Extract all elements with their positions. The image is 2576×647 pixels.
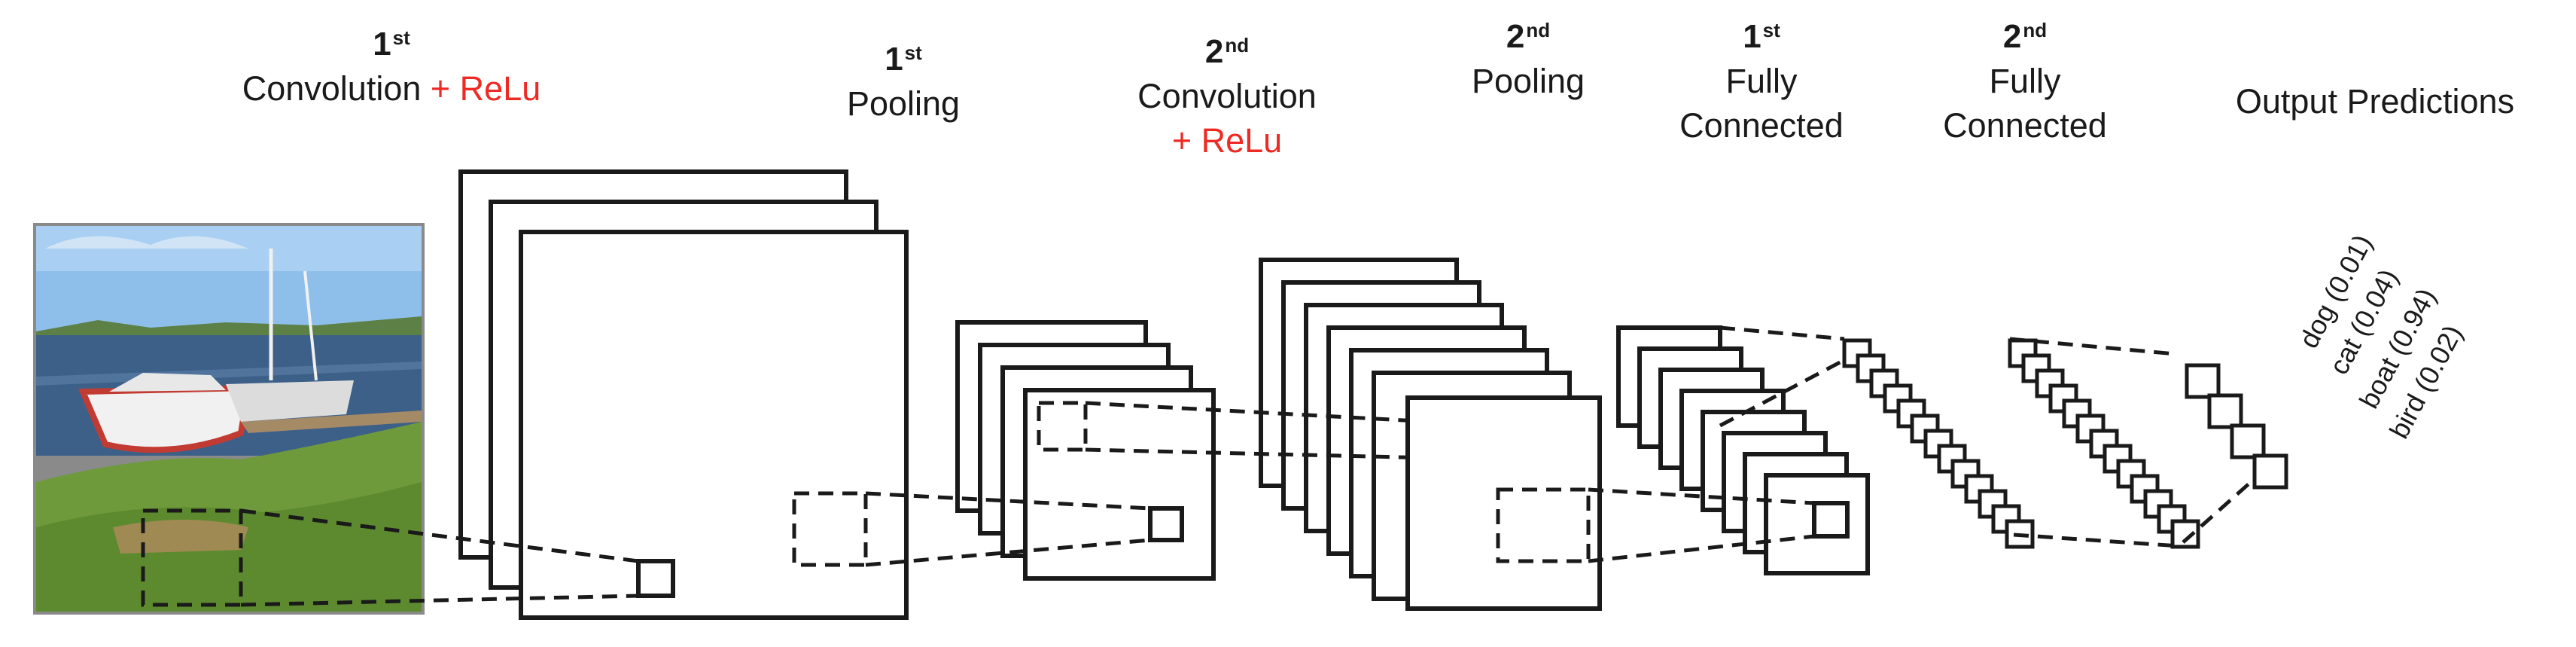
- output-predictions-title: Output Predictions: [2235, 82, 2515, 121]
- stage-label-conv2: 2nd Convolution + ReLu: [1137, 33, 1317, 160]
- stage-label-pool2: 2nd Pooling: [1471, 18, 1585, 101]
- stage-label-pool1: 1st Pooling: [846, 41, 961, 124]
- conv1-pool-window: [792, 491, 868, 567]
- conv1-kernel: [636, 559, 675, 598]
- stage-label-fc2: 2nd Fully Connected: [1943, 18, 2107, 145]
- prediction-labels: dog (0.01) cat (0.04) boat (0.94) bird (…: [2293, 230, 2468, 444]
- stage-label-fc1: 1st Fully Connected: [1679, 18, 1844, 145]
- fc3-chain: [2008, 338, 2200, 549]
- input-image: [33, 223, 425, 615]
- pool2-feature-maps: [1405, 395, 1602, 611]
- input-receptive-field: [141, 508, 243, 607]
- pool1-feature-maps: [955, 320, 1216, 581]
- fc2-chain: [1842, 338, 2035, 549]
- output-nodes: [2185, 363, 2288, 490]
- fc1-stack: [1616, 325, 1870, 575]
- conv1-feature-maps: [458, 169, 909, 620]
- stage-label-conv1: 1st Convolution + ReLu: [242, 26, 541, 108]
